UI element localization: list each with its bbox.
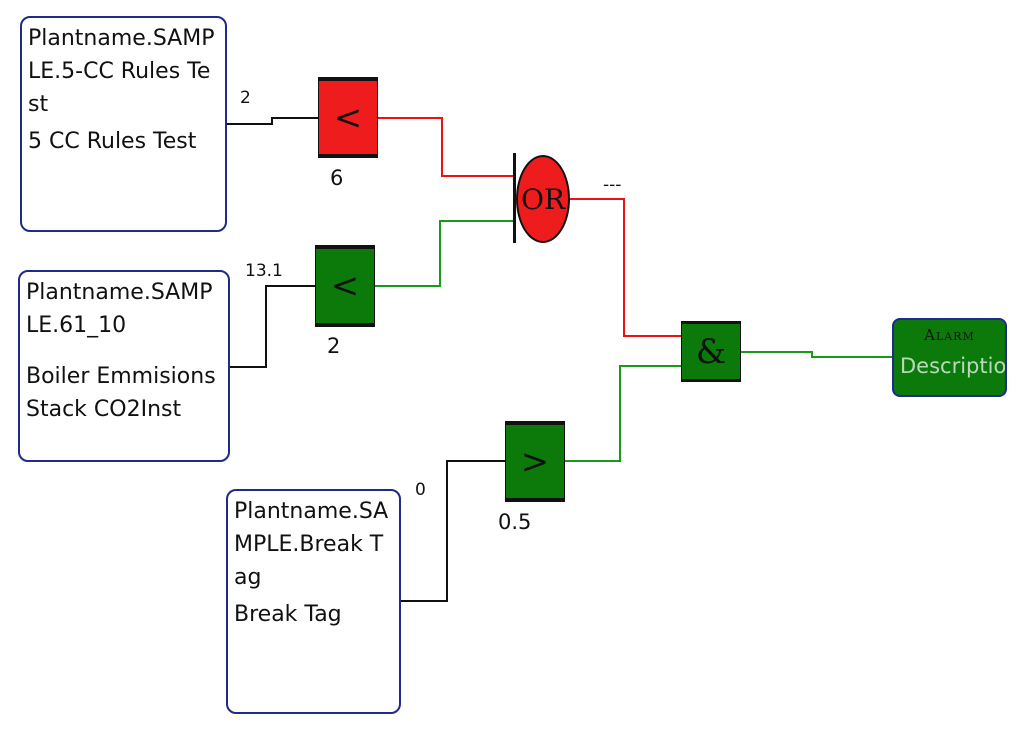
less-than-icon: < xyxy=(330,266,360,306)
or-gate-output-value: --- xyxy=(603,175,622,195)
or-gate-input-bar xyxy=(513,153,516,243)
tag-description: 5 CC Rules Test xyxy=(28,129,197,154)
wire-tag2-to-comparator2 xyxy=(230,285,315,368)
comparator-gate-3[interactable]: > xyxy=(505,421,565,502)
wire-or-to-and xyxy=(570,198,681,337)
tag-name: Plantname.SAMPLE.61_10 xyxy=(26,280,213,338)
tag-value-2: 13.1 xyxy=(245,261,283,281)
wire-comparator2-to-or xyxy=(375,220,514,287)
less-than-icon: < xyxy=(333,97,363,138)
wire-comparator3-to-and xyxy=(565,365,681,462)
comparator-threshold-1: 6 xyxy=(330,166,344,190)
wire-and-to-alarm xyxy=(741,351,892,358)
tag-description: Break Tag xyxy=(234,602,342,627)
wire-tag3-to-comparator3 xyxy=(400,460,505,602)
tag-value-3: 0 xyxy=(415,480,426,500)
wire-comparator1-to-or xyxy=(378,117,514,177)
tag-box-1[interactable]: Plantname.SAMPLE.5-CC Rules Test 5 CC Ru… xyxy=(20,16,227,232)
comparator-threshold-2: 2 xyxy=(327,334,341,358)
wire-tag1-to-comparator1 xyxy=(227,117,318,125)
alarm-title: Alarm xyxy=(924,326,975,344)
comparator-gate-1[interactable]: < xyxy=(318,77,378,158)
greater-than-icon: > xyxy=(520,441,550,482)
alarm-block[interactable]: Alarm Description xyxy=(892,318,1007,397)
comparator-threshold-3: 0.5 xyxy=(498,510,532,534)
or-gate[interactable]: OR xyxy=(516,155,570,243)
tag-box-3[interactable]: Plantname.SAMPLE.Break Tag Break Tag xyxy=(226,489,401,714)
tag-description: Boiler Emmisions Stack CO2Inst xyxy=(26,364,216,422)
tag-box-2[interactable]: Plantname.SAMPLE.61_10 Boiler Emmisions … xyxy=(18,270,230,462)
or-gate-label: OR xyxy=(520,182,566,216)
and-gate[interactable]: & xyxy=(681,321,741,382)
ampersand-icon: & xyxy=(695,331,727,372)
comparator-gate-2[interactable]: < xyxy=(315,245,375,327)
tag-value-1: 2 xyxy=(240,88,251,108)
tag-name: Plantname.SAMPLE.5-CC Rules Test xyxy=(28,26,215,117)
alarm-description: Description xyxy=(900,354,1007,378)
tag-name: Plantname.SAMPLE.Break Tag xyxy=(234,499,389,590)
